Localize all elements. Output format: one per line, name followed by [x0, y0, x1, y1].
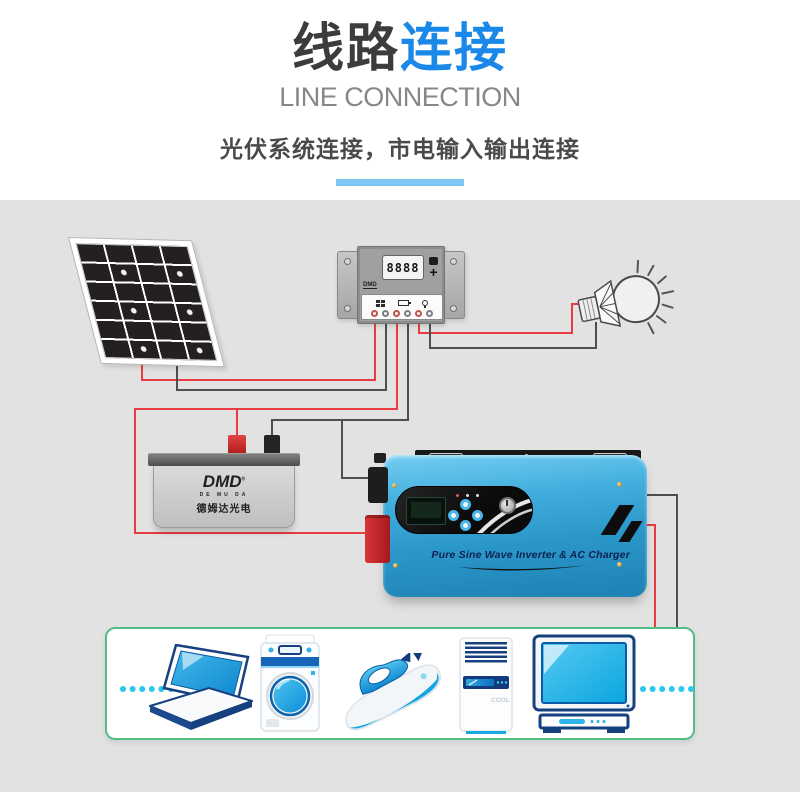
terminal-battery-negative: [404, 310, 411, 317]
terminal-load-negative: [426, 310, 433, 317]
inverter-control-panel: [395, 486, 533, 534]
status-led: [476, 494, 479, 497]
status-led: [466, 494, 469, 497]
ac-cool-label: COOL: [491, 697, 510, 704]
controller-terminal-strip: [361, 294, 443, 320]
battery-lid: [148, 453, 300, 466]
iron-icon: [345, 653, 442, 731]
page-description: 光伏系统连接，市电输入输出连接: [220, 135, 580, 162]
label-swoosh: [458, 565, 588, 571]
battery-body: DMD® DE MU DA 德姆达光电: [153, 466, 295, 528]
terminal-battery-positive: [393, 310, 400, 317]
battery-brand-mark: ®: [241, 476, 246, 483]
battery-brand-logo: DMD®: [154, 473, 294, 490]
page-title: 线路连接: [0, 20, 800, 80]
inverter: Pure Sine Wave Inverter & AC Charger: [358, 445, 650, 603]
controller-lcd-value: 8888: [386, 260, 420, 275]
screw-hole: [450, 258, 457, 265]
battery-positive-terminal: [228, 435, 246, 455]
appliance-box: COOL: [105, 627, 695, 740]
screw-hole: [344, 305, 351, 312]
screw: [617, 562, 622, 567]
dotted-line-right: [640, 686, 694, 692]
screw-hole: [344, 258, 351, 265]
controller-brand: DMD: [363, 282, 377, 289]
page-subtitle: LINE CONNECTION: [279, 81, 521, 112]
inverter-lcd: [406, 497, 446, 525]
battery-brand-cn: 德姆达光电: [196, 504, 252, 515]
battery-icon: [398, 300, 411, 306]
air-conditioner-icon: COOL: [459, 637, 513, 734]
screw: [392, 483, 397, 488]
television-icon: [532, 634, 636, 733]
washing-machine-icon: [260, 634, 320, 732]
controller-terminals: [362, 310, 442, 317]
status-led: [456, 494, 459, 497]
controller-lcd: 8888: [382, 255, 424, 280]
panel-knob: [499, 497, 516, 514]
battery-brand-sub: DE MU DA: [199, 492, 249, 498]
title-black-part: 线路: [291, 20, 400, 78]
panel-button-right: [472, 510, 483, 521]
controller-icons: [362, 297, 442, 309]
screw: [617, 482, 622, 487]
terminal-load-positive: [415, 310, 422, 317]
controller-set-button: [429, 257, 438, 265]
terminal-pv-negative: [382, 310, 389, 317]
panel-button-left: [448, 510, 459, 521]
bulb-icon: [422, 300, 428, 308]
solar-panel-icon: [376, 299, 385, 307]
title-blue-part: 连接: [400, 20, 509, 78]
inverter-label: Pure Sine Wave Inverter & AC Charger: [431, 549, 630, 561]
battery-brand-text: DMD: [202, 472, 242, 491]
screw-hole: [450, 305, 457, 312]
panel-button-up: [460, 499, 471, 510]
inverter-positive-connector: [365, 515, 390, 563]
laptop-icon: [149, 644, 253, 730]
controller-plus-button: +: [429, 264, 438, 280]
header: 线路连接 LINE CONNECTION 光伏系统连接，市电输入输出连接: [0, 0, 800, 186]
charge-controller: 8888 + DMD: [337, 246, 465, 324]
controller-mount-tab-left: [337, 251, 359, 319]
solar-panel-cells: [75, 243, 218, 361]
title-underline: [336, 178, 464, 186]
screw: [393, 563, 398, 568]
controller-mount-tab-right: [443, 251, 465, 319]
panel-button-down: [460, 520, 471, 531]
battery-negative-terminal: [264, 435, 280, 455]
inverter-negative-connector: [368, 467, 388, 503]
terminal-pv-positive: [371, 310, 378, 317]
battery: DMD® DE MU DA 德姆达光电: [148, 433, 300, 529]
